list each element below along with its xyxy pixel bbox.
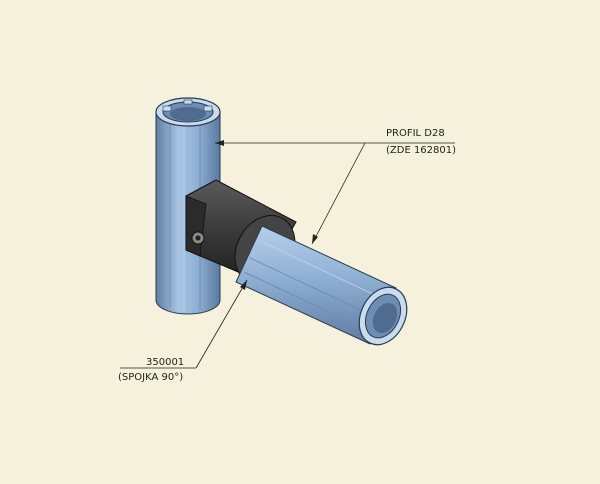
connector-code-label: 350001 xyxy=(146,357,184,368)
profile-ref-label: (ZDE 162801) xyxy=(386,145,456,156)
horizontal-profile-tube xyxy=(235,225,408,346)
profile-code-label: PROFIL D28 xyxy=(386,128,445,139)
connector-ref-label: (SPOJKA 90°) xyxy=(118,372,183,383)
connector-leader xyxy=(120,279,248,369)
profile-leader xyxy=(215,140,455,245)
